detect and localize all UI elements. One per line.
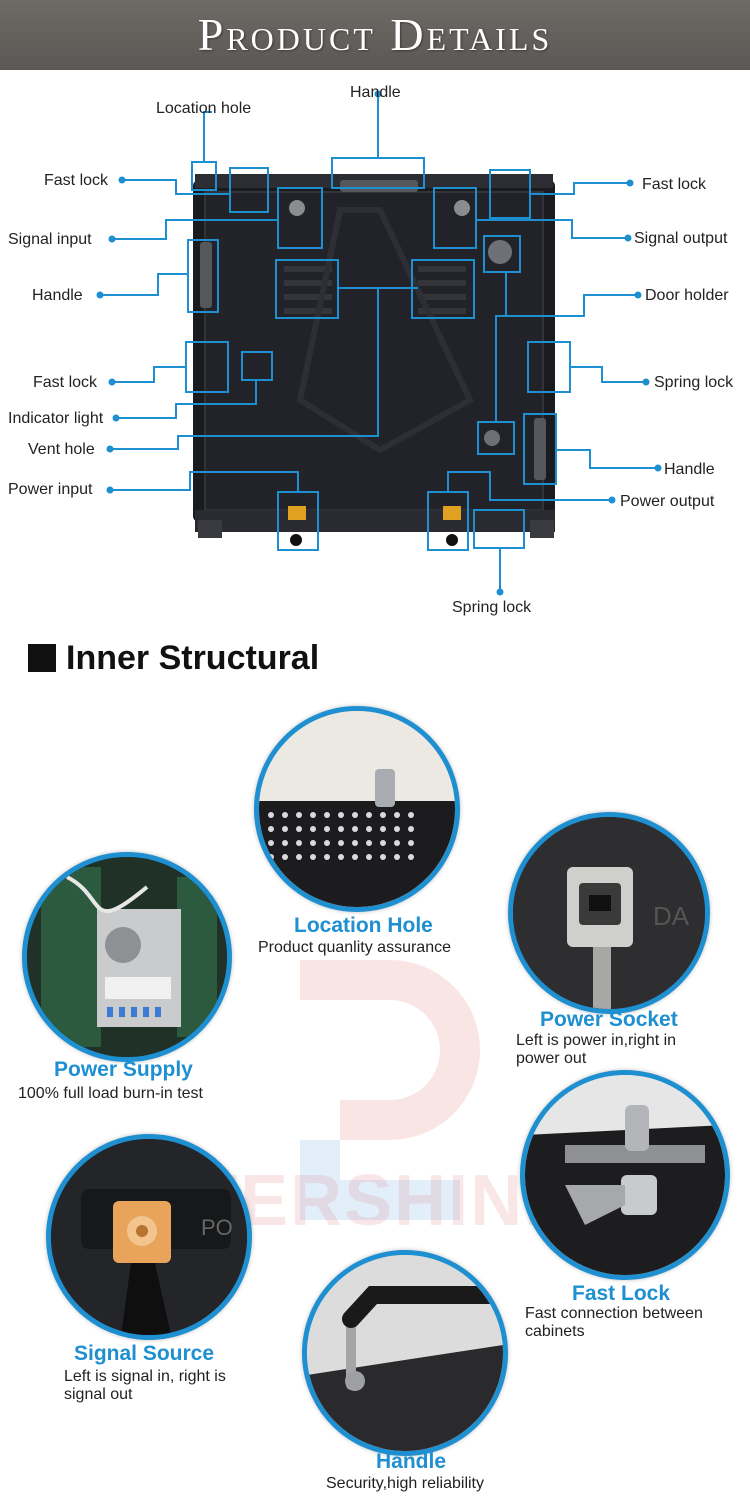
feature-title-signal-source: Signal Source bbox=[74, 1342, 215, 1365]
feature-title-location-hole: Location Hole bbox=[294, 914, 433, 937]
feature-desc-handle: Security,high reliability bbox=[326, 1475, 484, 1492]
feature-desc-signal-source: Left is signal in, right is signal out bbox=[64, 1368, 226, 1403]
label-door-holder: Door holder bbox=[645, 287, 729, 304]
svg-text:PO: PO bbox=[201, 1215, 233, 1240]
label-signal-output: Signal output bbox=[634, 230, 728, 247]
feature-desc-location-hole: Product quanlity assurance bbox=[258, 939, 451, 956]
section-heading: Inner Structural bbox=[28, 636, 319, 680]
label-handle-top: Handle bbox=[350, 84, 401, 101]
cabinet-illustration bbox=[96, 90, 662, 596]
label-vent-hole: Vent hole bbox=[28, 441, 95, 458]
brand-logo-watermark bbox=[300, 960, 480, 1220]
square-bullet-icon bbox=[28, 644, 56, 672]
svg-text:DA: DA bbox=[653, 901, 690, 931]
product-diagram: Location hole Handle Fast lock Fast lock… bbox=[0, 70, 750, 630]
feature-desc-fast-lock: Fast connection between cabinets bbox=[525, 1305, 703, 1340]
power-socket-photo: DA bbox=[508, 812, 710, 1014]
handle-photo bbox=[302, 1250, 508, 1456]
feature-desc-power-socket: Left is power in,right in power out bbox=[516, 1032, 677, 1067]
location-hole-photo bbox=[254, 706, 460, 912]
feature-title-power-socket: Power Socket bbox=[540, 1008, 678, 1031]
signal-source-photo: PO bbox=[46, 1134, 252, 1340]
page-title: Product Details bbox=[197, 9, 553, 60]
label-fast-lock-left: Fast lock bbox=[44, 172, 109, 189]
label-handle-right: Handle bbox=[664, 461, 715, 478]
label-indicator-light: Indicator light bbox=[8, 410, 104, 427]
fast-lock-photo bbox=[520, 1070, 730, 1280]
label-fast-lock-right: Fast lock bbox=[642, 176, 707, 193]
label-spring-lock-bottom: Spring lock bbox=[452, 599, 532, 616]
label-fast-lock-left-2: Fast lock bbox=[33, 374, 98, 391]
label-handle-left: Handle bbox=[32, 287, 83, 304]
label-power-output: Power output bbox=[620, 493, 715, 510]
label-signal-input: Signal input bbox=[8, 231, 92, 248]
label-power-input: Power input bbox=[8, 481, 93, 498]
label-location-hole: Location hole bbox=[156, 100, 252, 117]
label-spring-lock-right: Spring lock bbox=[654, 374, 734, 391]
header-bar: Product Details bbox=[0, 0, 750, 70]
power-supply-photo bbox=[22, 852, 232, 1062]
section-title: Inner Structural bbox=[66, 638, 320, 677]
feature-title-power-supply: Power Supply bbox=[54, 1058, 193, 1081]
feature-desc-power-supply: 100% full load burn-in test bbox=[18, 1085, 203, 1102]
feature-title-handle: Handle bbox=[376, 1450, 447, 1473]
feature-title-fast-lock: Fast Lock bbox=[572, 1282, 671, 1305]
